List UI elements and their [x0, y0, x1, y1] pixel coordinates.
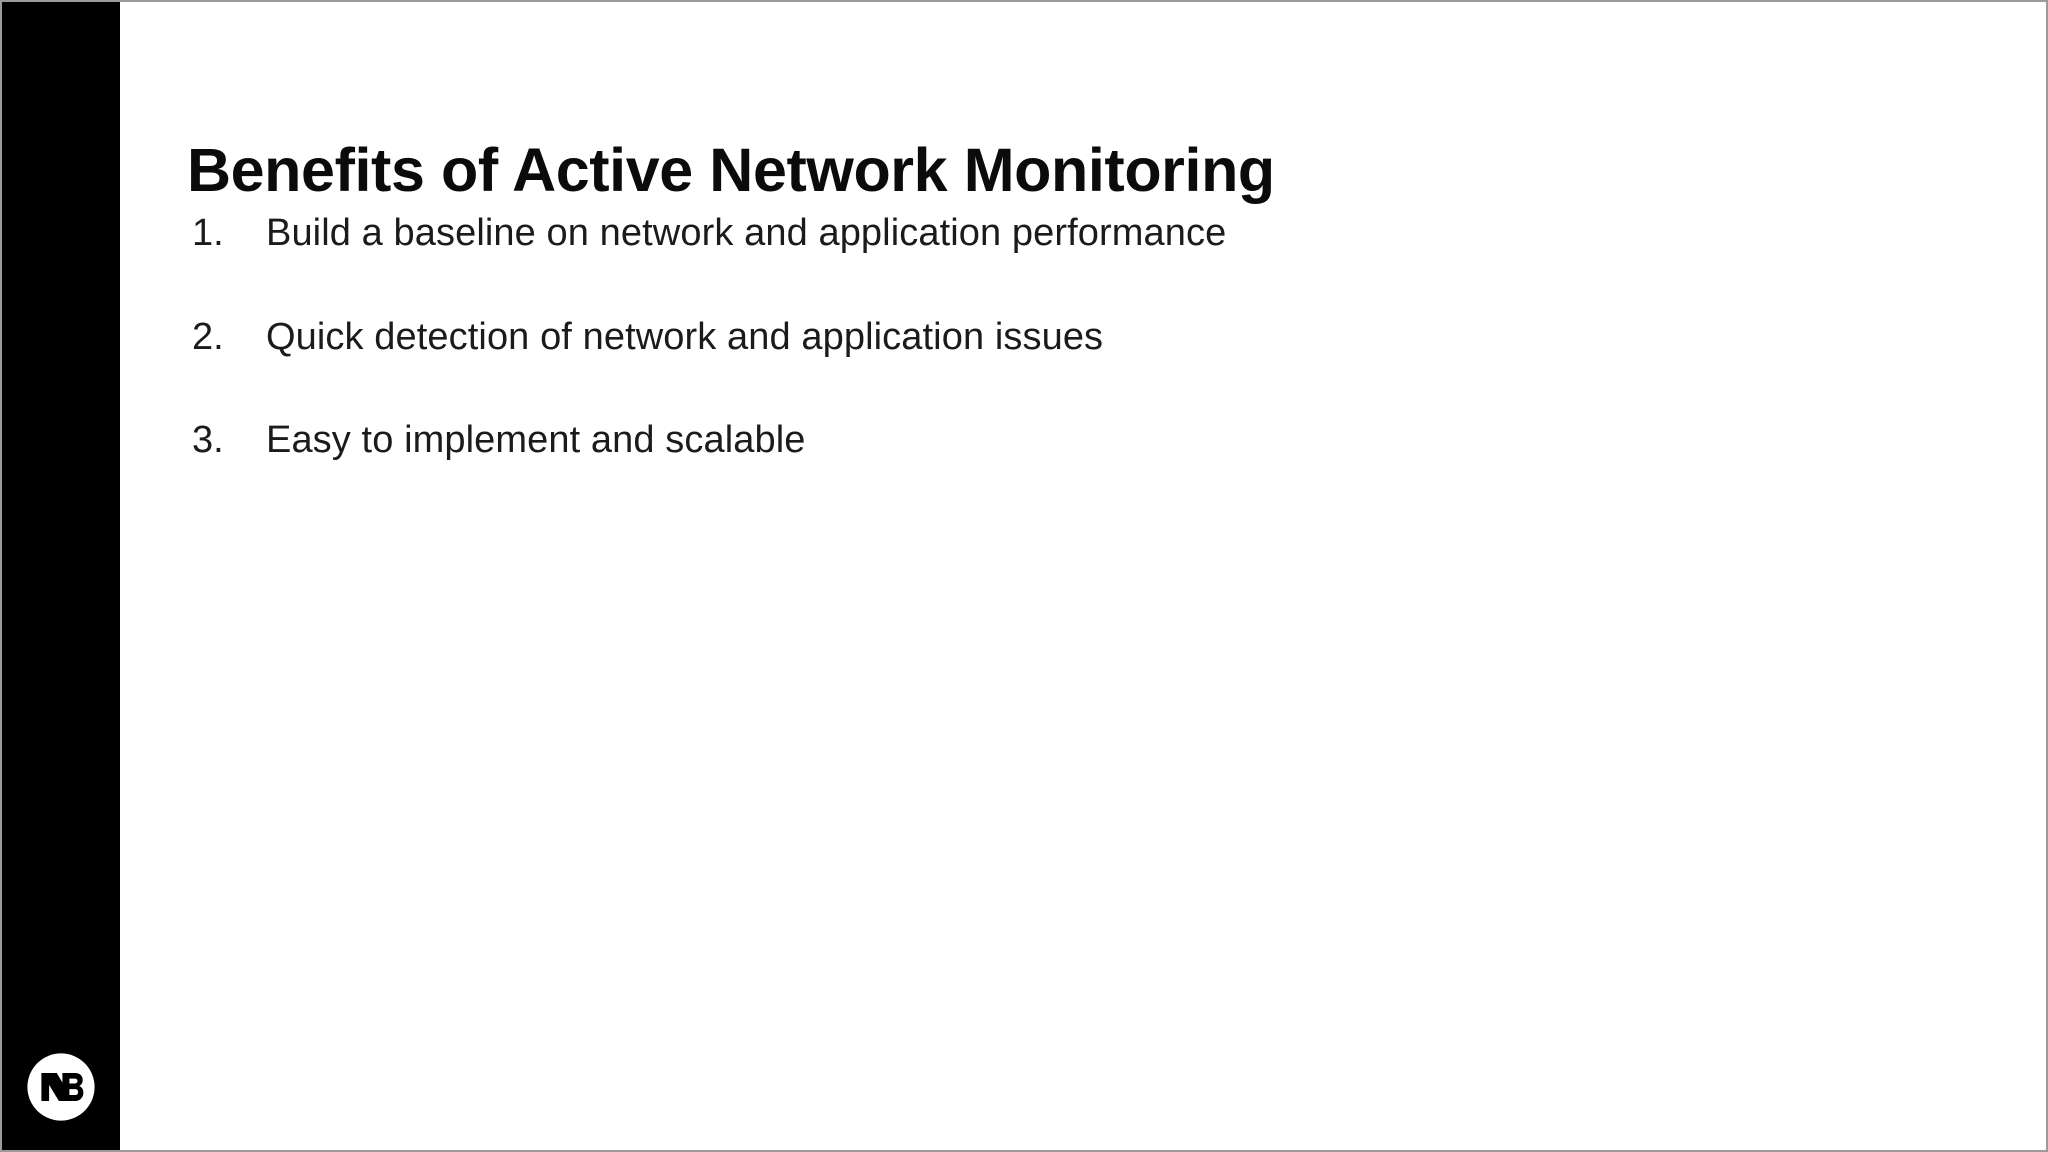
- slide-content: Benefits of Active Network Monitoring 1.…: [120, 2, 2046, 1150]
- list-item: 3. Easy to implement and scalable: [192, 417, 1692, 465]
- list-item-number: 1.: [192, 212, 224, 254]
- benefits-list: 1. Build a baseline on network and appli…: [192, 210, 1692, 465]
- list-item: 2. Quick detection of network and applic…: [192, 314, 1692, 362]
- list-item-number: 3.: [192, 419, 224, 461]
- list-item: 1. Build a baseline on network and appli…: [192, 210, 1692, 258]
- left-accent-bar: [2, 2, 120, 1150]
- list-item-text: Quick detection of network and applicati…: [266, 315, 1104, 358]
- page-title: Benefits of Active Network Monitoring: [187, 135, 1275, 204]
- list-item-text: Build a baseline on network and applicat…: [266, 212, 1227, 254]
- list-item-number: 2.: [192, 315, 224, 358]
- nb-logo: [26, 1052, 96, 1122]
- list-item-text: Easy to implement and scalable: [266, 419, 806, 461]
